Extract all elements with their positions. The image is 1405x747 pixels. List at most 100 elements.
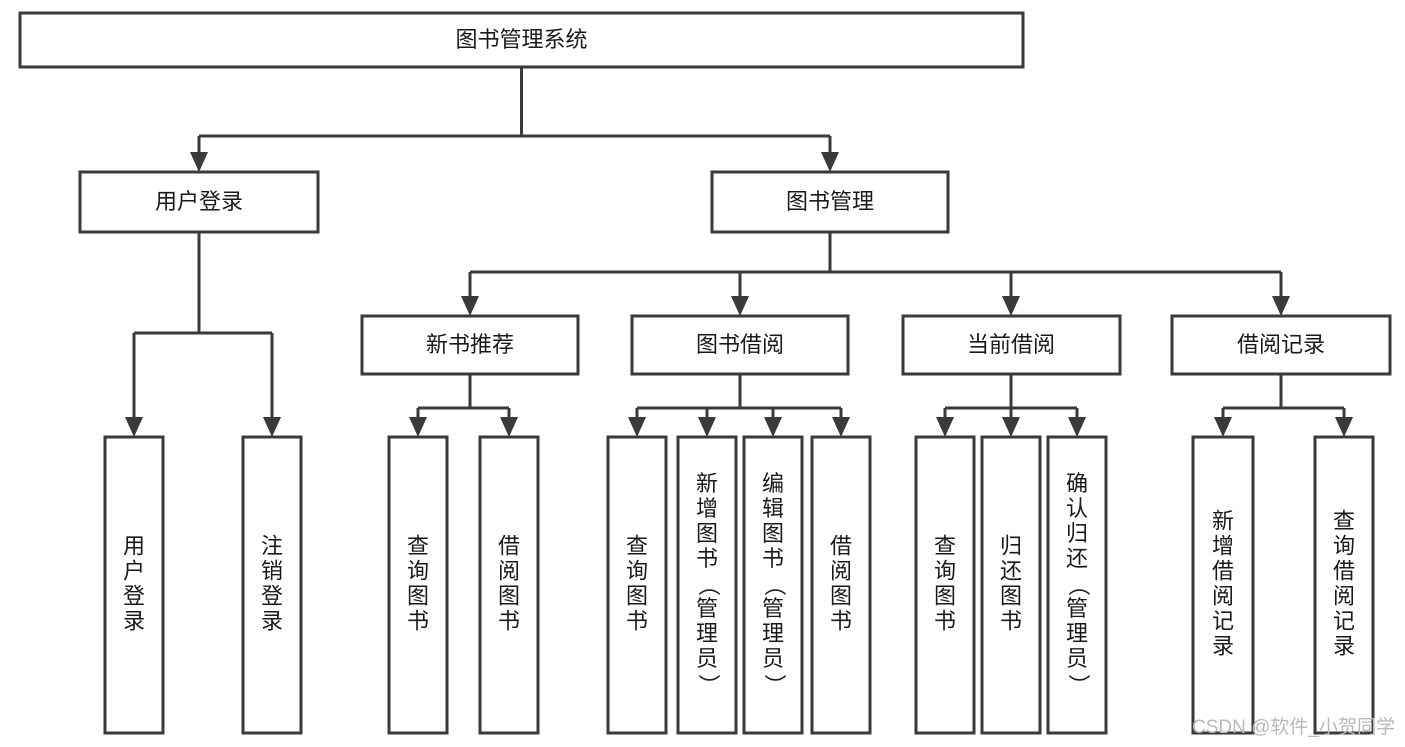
node-leaf-edit-book-box[interactable] [742,435,804,735]
svg-text:询: 询 [934,558,956,583]
svg-text:书: 书 [762,546,784,571]
node-user-login-box[interactable] [78,170,320,234]
node-root[interactable]: 图书管理系统 [18,11,1025,69]
svg-text:增: 增 [696,496,718,521]
svg-text:（: （ [696,574,721,596]
svg-text:图: 图 [830,583,852,608]
svg-text:确: 确 [1066,471,1088,496]
node-leaf-borrow-book-1-box[interactable] [478,435,540,735]
arrow-head-leaf-return-book [1002,417,1020,437]
svg-text:图: 图 [696,521,718,546]
node-leaf-user-login[interactable]: 用户登录 [103,435,165,735]
node-book-management-box[interactable] [710,170,950,234]
node-book-borrow[interactable]: 图书借阅 [630,314,850,376]
node-leaf-return-book-box[interactable] [980,435,1042,735]
node-new-book-recommend[interactable]: 新书推荐 [360,314,580,376]
svg-text:员: 员 [762,646,784,671]
svg-text:图: 图 [498,583,520,608]
node-current-borrow[interactable]: 当前借阅 [901,314,1122,376]
node-book-management[interactable]: 图书管理 [710,170,950,234]
svg-text:）: ） [762,674,787,696]
svg-text:图: 图 [626,583,648,608]
node-new-book-recommend-box[interactable] [360,314,580,376]
node-root-box[interactable] [18,11,1025,69]
svg-text:阅: 阅 [498,558,520,583]
svg-text:登: 登 [261,583,283,608]
svg-text:记: 记 [1212,608,1234,633]
node-borrow-record-box[interactable] [1170,314,1392,376]
svg-text:书: 书 [407,608,429,633]
arrow-head-user-login [190,152,208,172]
svg-text:录: 录 [1333,633,1355,658]
svg-text:记: 记 [1333,608,1355,633]
svg-text:注: 注 [261,533,283,558]
svg-text:管: 管 [696,596,718,621]
svg-text:认: 认 [1066,496,1088,521]
csdn-watermark: CSDN @软件_小贺同学 [1192,716,1395,738]
svg-text:查: 查 [626,533,648,558]
connector-group-current-borrow [936,374,1086,437]
svg-text:辑: 辑 [762,496,784,521]
svg-text:管: 管 [762,596,784,621]
node-leaf-query-record-box[interactable] [1313,435,1375,735]
svg-text:还: 还 [1000,558,1022,583]
node-leaf-query-book-3-box[interactable] [914,435,976,735]
svg-text:）: ） [1066,674,1091,696]
svg-text:查: 查 [1333,508,1355,533]
node-user-login-label: 用户登录 [155,189,243,214]
arrow-head-new-book-recommend [461,296,479,316]
node-leaf-add-record-box[interactable] [1191,435,1255,735]
node-book-borrow-label: 图书借阅 [696,332,784,357]
svg-text:图: 图 [1000,583,1022,608]
svg-text:查: 查 [934,533,956,558]
node-leaf-confirm-return-box[interactable] [1046,435,1108,735]
node-leaf-borrow-book-2-box[interactable] [810,435,872,735]
arrow-head-leaf-query-book-1 [409,417,427,437]
node-leaf-user-login-box[interactable] [103,435,165,735]
svg-text:询: 询 [1333,533,1355,558]
node-leaf-query-book-1-box[interactable] [387,435,449,735]
svg-text:借: 借 [1212,558,1234,583]
node-current-borrow-box[interactable] [901,314,1122,376]
node-borrow-record[interactable]: 借阅记录 [1170,314,1392,376]
node-leaf-query-book-2-box[interactable] [606,435,668,735]
node-user-login[interactable]: 用户登录 [78,170,320,234]
arrow-head-leaf-query-record [1335,417,1353,437]
node-borrow-record-label: 借阅记录 [1237,332,1325,357]
arrow-head-book-management [821,152,839,172]
svg-text:员: 员 [696,646,718,671]
svg-text:录: 录 [261,608,283,633]
svg-text:管: 管 [1066,596,1088,621]
svg-text:新: 新 [696,471,718,496]
arrow-head-leaf-query-book-3 [936,417,954,437]
svg-text:阅: 阅 [1212,583,1234,608]
svg-text:借: 借 [1333,558,1355,583]
node-new-book-recommend-label: 新书推荐 [426,332,514,357]
svg-text:询: 询 [626,558,648,583]
svg-text:图: 图 [934,583,956,608]
connector-group-book-management [461,232,1290,316]
node-leaf-logout-login-box[interactable] [241,435,303,735]
svg-text:用: 用 [123,533,145,558]
svg-text:员: 员 [1066,646,1088,671]
svg-text:书: 书 [498,608,520,633]
svg-text:阅: 阅 [830,558,852,583]
svg-text:（: （ [1066,574,1091,596]
node-leaf-add-book-box[interactable] [676,435,738,735]
node-book-borrow-box[interactable] [630,314,850,376]
svg-text:销: 销 [261,558,283,583]
connector-group-new-book-recommend [409,374,518,437]
arrow-head-leaf-add-record [1214,417,1232,437]
